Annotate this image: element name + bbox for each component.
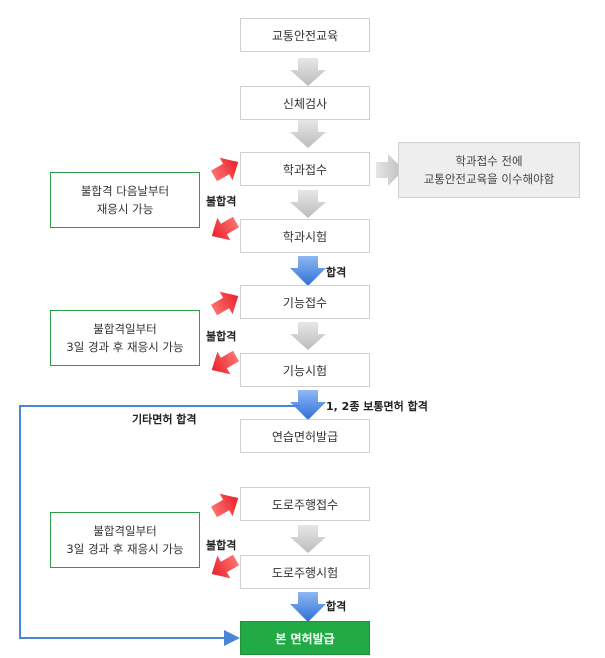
- fail-label-skill: 불합격: [206, 330, 237, 343]
- retry-note-skill: 불합격일부터 3일 경과 후 재응시 가능: [50, 310, 200, 366]
- retry-note-line2: 3일 경과 후 재응시 가능: [66, 542, 184, 556]
- down-arrow-icon: [290, 120, 326, 148]
- fail-arrow-icon: [211, 554, 239, 579]
- fail-return-arrow-icon: [211, 291, 239, 316]
- pass-arrow-icon: [290, 390, 326, 420]
- prerequisite-note: 학과접수 전에 교통안전교육을 이수해야함: [398, 142, 580, 198]
- pass-label-skill: 1, 2종 보통면허 합격: [326, 400, 428, 413]
- step-skill-test: 기능시험: [240, 353, 370, 387]
- step-road-test: 도로주행시험: [240, 555, 370, 589]
- prerequisite-note-line2: 교통안전교육을 이수해야함: [423, 172, 555, 186]
- pass-arrow-icon: [290, 256, 326, 286]
- retry-note-line2: 3일 경과 후 재응시 가능: [66, 340, 184, 354]
- step-written-test: 학과시험: [240, 219, 370, 253]
- retry-note-line1: 불합격일부터: [93, 322, 157, 336]
- step-full-license: 본 면허발급: [240, 621, 370, 655]
- step-written-registration: 학과접수: [240, 152, 370, 186]
- fail-arrow-icon: [211, 216, 239, 241]
- other-license-label: 기타면허 합격: [132, 413, 197, 426]
- prerequisite-note-line1: 학과접수 전에: [455, 154, 523, 168]
- fail-return-arrow-icon: [211, 493, 239, 518]
- down-arrow-icon: [290, 322, 326, 350]
- fail-return-arrow-icon: [211, 157, 239, 182]
- pass-label-road: 합격: [326, 600, 347, 613]
- down-arrow-icon: [290, 525, 326, 553]
- retry-note-line1: 불합격 다음날부터: [80, 184, 170, 198]
- retry-note-written: 불합격 다음날부터 재응시 가능: [50, 172, 200, 228]
- retry-note-line2: 재응시 가능: [96, 202, 154, 216]
- fail-arrow-icon: [211, 350, 239, 375]
- other-license-bypass-line: [19, 405, 300, 646]
- down-arrow-icon: [290, 190, 326, 218]
- retry-note-road: 불합격일부터 3일 경과 후 재응시 가능: [50, 512, 200, 568]
- fail-label-written: 불합격: [206, 195, 237, 208]
- pass-arrow-icon: [290, 592, 326, 622]
- step-physical-exam: 신체검사: [240, 86, 370, 120]
- step-traffic-safety-education: 교통안전교육: [240, 18, 370, 52]
- right-arrow-icon: [376, 154, 404, 186]
- step-learner-license: 연습면허발급: [240, 419, 370, 453]
- fail-label-road: 불합격: [206, 539, 237, 552]
- pass-label-written: 합격: [326, 266, 347, 279]
- retry-note-line1: 불합격일부터: [93, 524, 157, 538]
- step-road-registration: 도로주행접수: [240, 487, 370, 521]
- step-skill-registration: 기능접수: [240, 285, 370, 319]
- down-arrow-icon: [290, 58, 326, 86]
